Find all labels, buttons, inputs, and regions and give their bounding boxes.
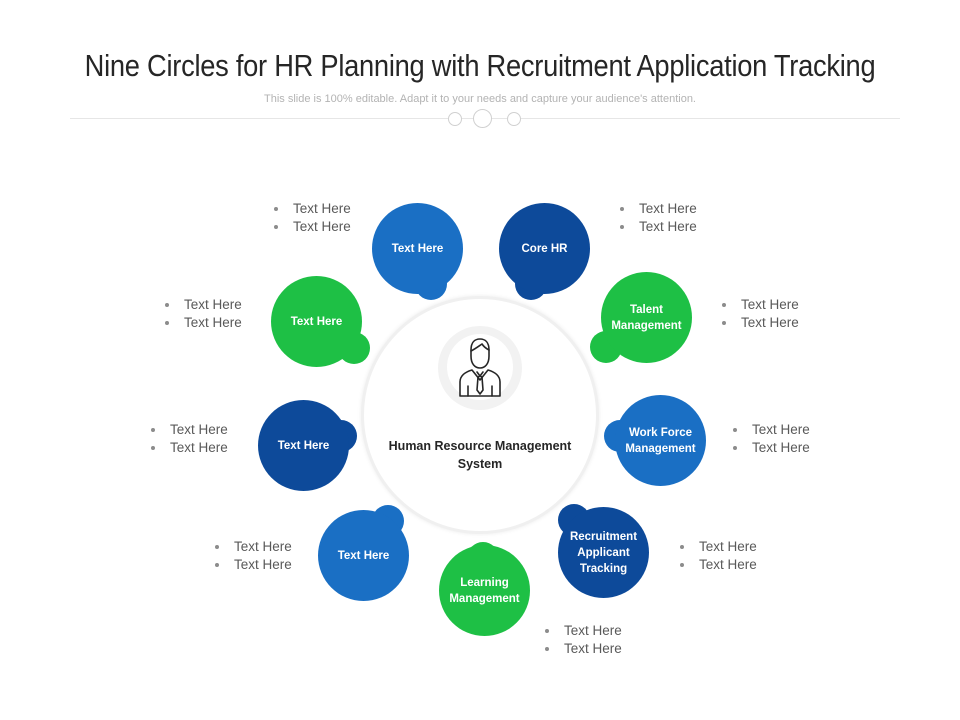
bullet-item: Text Here bbox=[733, 439, 810, 457]
decor-dot-right bbox=[507, 112, 521, 126]
bullet-list: Text Here Text Here bbox=[165, 296, 242, 332]
bullet-item: Text Here bbox=[545, 622, 622, 640]
bullet-list: Text Here Text Here bbox=[274, 200, 351, 236]
businessman-icon bbox=[459, 338, 501, 397]
node-label: Text Here bbox=[277, 439, 330, 452]
bullet-list: Text Here Text Here bbox=[733, 421, 810, 457]
node-circle[interactable]: Work Force Management bbox=[615, 395, 706, 486]
bullet-item: Text Here bbox=[680, 556, 757, 574]
bullet-list: Text Here Text Here bbox=[215, 538, 292, 574]
bullet-item: Text Here bbox=[680, 538, 757, 556]
page-title: Nine Circles for HR Planning with Recrui… bbox=[84, 48, 876, 83]
bullet-item: Text Here bbox=[545, 640, 622, 658]
bullet-item: Text Here bbox=[215, 538, 292, 556]
node-label: Learning Management bbox=[449, 576, 520, 605]
bullet-item: Text Here bbox=[274, 218, 351, 236]
center-label: Human Resource Management System bbox=[388, 439, 572, 471]
bullet-item: Text Here bbox=[722, 314, 799, 332]
bullet-item: Text Here bbox=[722, 296, 799, 314]
bullet-list: Text Here Text Here bbox=[722, 296, 799, 332]
bullet-list: Text Here Text Here bbox=[151, 421, 228, 457]
bullet-item: Text Here bbox=[151, 421, 228, 439]
bullet-list: Text Here Text Here bbox=[545, 622, 622, 658]
node-label: Text Here bbox=[290, 315, 343, 328]
node-label: Core HR bbox=[521, 242, 568, 255]
node-circle[interactable]: Text Here bbox=[372, 203, 463, 294]
bullet-item: Text Here bbox=[165, 296, 242, 314]
node-circle[interactable]: Recruitment Applicant Tracking bbox=[558, 507, 649, 598]
decor-dot-left bbox=[448, 112, 462, 126]
node-circle[interactable]: Text Here bbox=[318, 510, 409, 601]
bullet-list: Text Here Text Here bbox=[680, 538, 757, 574]
node-label: Text Here bbox=[337, 549, 390, 562]
bullet-item: Text Here bbox=[215, 556, 292, 574]
decor-dot-center bbox=[473, 109, 492, 128]
node-circle[interactable]: Talent Management bbox=[601, 272, 692, 363]
bullet-item: Text Here bbox=[733, 421, 810, 439]
node-label: Talent Management bbox=[611, 303, 682, 332]
node-label: Text Here bbox=[391, 242, 444, 255]
bullet-item: Text Here bbox=[151, 439, 228, 457]
node-circle[interactable]: Core HR bbox=[499, 203, 590, 294]
bullet-item: Text Here bbox=[620, 218, 697, 236]
node-circle[interactable]: Learning Management bbox=[439, 545, 530, 636]
node-circle[interactable]: Text Here bbox=[271, 276, 362, 367]
bullet-item: Text Here bbox=[165, 314, 242, 332]
bullet-item: Text Here bbox=[274, 200, 351, 218]
node-circle[interactable]: Text Here bbox=[258, 400, 349, 491]
node-label: Recruitment Applicant Tracking bbox=[569, 530, 638, 575]
bullet-item: Text Here bbox=[620, 200, 697, 218]
node-label: Work Force Management bbox=[625, 426, 696, 455]
bullet-list: Text Here Text Here bbox=[620, 200, 697, 236]
page-subtitle: This slide is 100% editable. Adapt it to… bbox=[264, 93, 696, 105]
